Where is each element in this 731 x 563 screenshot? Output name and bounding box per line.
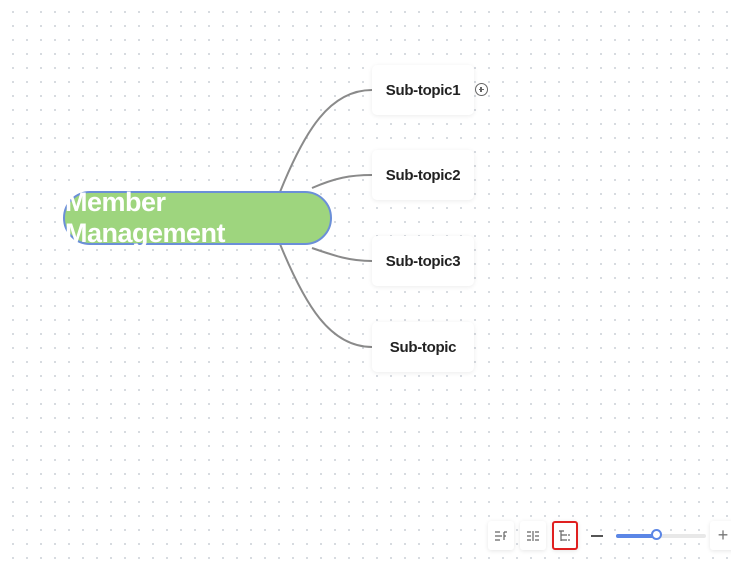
add-subtopic-icon[interactable] — [475, 83, 488, 96]
subtopic-node-1[interactable]: Sub-topic1 — [372, 65, 474, 115]
subtopic-label: Sub-topic1 — [385, 81, 461, 99]
layout-tree-button[interactable] — [552, 521, 578, 550]
layout-both-sides-icon — [527, 530, 539, 541]
zoom-out-button[interactable] — [586, 521, 608, 550]
central-topic-label: Member Management — [65, 187, 226, 248]
subtopic-label: Sub-topic3 — [385, 252, 461, 270]
connector-subtopic2 — [311, 174, 373, 189]
layout-right-button[interactable] — [488, 521, 514, 550]
zoom-slider-fill — [616, 534, 657, 538]
layout-right-icon — [495, 530, 507, 541]
layout-tree-icon — [559, 529, 570, 541]
zoom-slider-thumb[interactable] — [650, 529, 662, 540]
plus-icon: + — [717, 525, 729, 545]
subtopic-node-4[interactable]: Sub-topic — [372, 322, 474, 372]
zoom-slider[interactable] — [616, 529, 706, 540]
subtopic-label: Sub-topic — [389, 338, 457, 356]
subtopic-node-2[interactable]: Sub-topic2 — [372, 150, 474, 200]
connector-subtopic1 — [279, 89, 373, 193]
subtopic-node-3[interactable]: Sub-topic3 — [372, 236, 474, 286]
layout-both-sides-button[interactable] — [520, 521, 546, 550]
connector-subtopic3 — [311, 247, 373, 262]
zoom-in-button[interactable]: + — [710, 521, 731, 550]
central-topic-node[interactable]: Member Management — [63, 187, 332, 248]
connector-subtopic4 — [279, 243, 373, 348]
subtopic-label: Sub-topic2 — [385, 166, 461, 184]
minus-icon — [591, 534, 603, 537]
